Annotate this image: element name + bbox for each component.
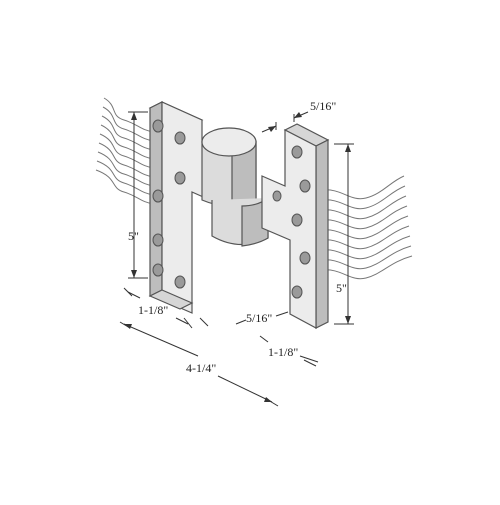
- screw-hole: [272, 190, 282, 202]
- screw-hole: [152, 189, 164, 203]
- wire: [321, 225, 410, 250]
- screw-hole: [291, 145, 303, 159]
- screw-hole: [299, 251, 311, 265]
- wire: [97, 151, 155, 187]
- screw-hole: [152, 119, 164, 133]
- wire: [101, 115, 155, 151]
- screw-hole: [291, 285, 303, 299]
- left-wire-bundle: [95, 97, 155, 205]
- dim-top-gap-label: 5/16": [310, 99, 336, 113]
- screw-hole: [174, 131, 186, 145]
- wire: [95, 169, 155, 205]
- wire: [321, 175, 405, 200]
- wire: [321, 215, 409, 240]
- wire: [103, 97, 155, 133]
- dim-center-gap-label: 5/16": [246, 311, 272, 325]
- screw-hole: [174, 275, 186, 289]
- dim-left-height-label: 5": [128, 229, 139, 243]
- wire: [102, 106, 155, 142]
- wire: [100, 124, 155, 160]
- dim-right-leaf-width-label: 1-1/8": [268, 345, 298, 359]
- hinge-knuckle: [201, 127, 269, 247]
- right-wire-bundle: [321, 175, 413, 280]
- wire: [96, 160, 155, 196]
- left-leaf-screw-holes: [152, 119, 186, 289]
- screw-hole: [152, 263, 164, 277]
- dimension-lines: [119, 111, 354, 407]
- dim-right-height-label: 5": [336, 281, 347, 295]
- wire: [321, 255, 413, 280]
- screw-hole: [174, 171, 186, 185]
- right-leaf-screw-holes: [272, 145, 311, 299]
- dimension-arrowheads: [124, 112, 351, 402]
- wire: [321, 195, 407, 220]
- wire: [99, 133, 155, 169]
- wire: [98, 142, 155, 178]
- dim-left-leaf-width-label: 1-1/8": [138, 303, 168, 317]
- wire: [321, 185, 406, 210]
- right-leaf: [261, 123, 330, 330]
- screw-hole: [299, 179, 311, 193]
- screw-hole: [152, 233, 164, 247]
- dim-overall-width-label: 4-1/4": [186, 361, 216, 375]
- screw-hole: [291, 213, 303, 227]
- wire: [321, 235, 411, 260]
- wire: [321, 245, 412, 270]
- wire: [321, 205, 408, 230]
